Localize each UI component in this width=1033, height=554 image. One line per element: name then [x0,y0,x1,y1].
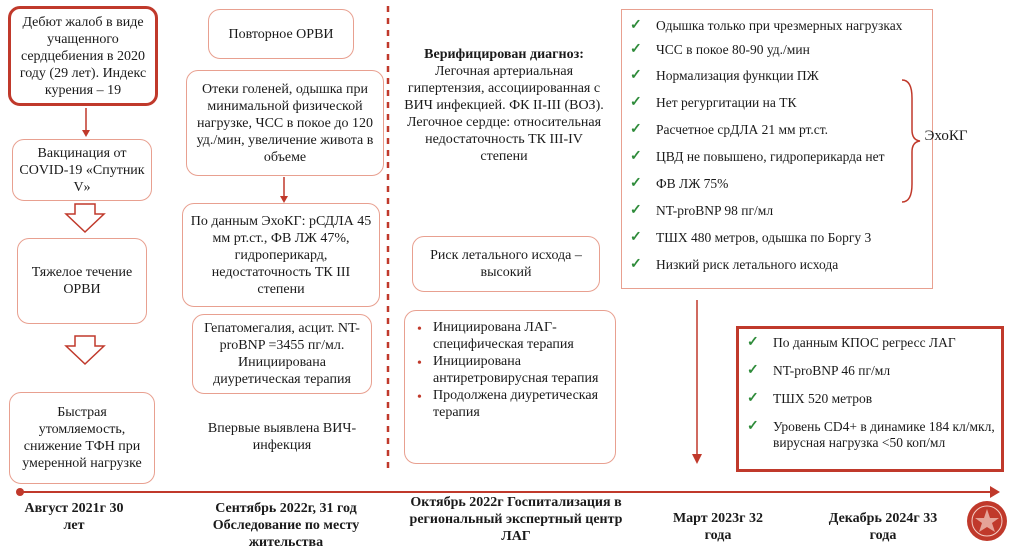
final-list: ✓По данным КПОС регресс ЛАГ ✓NT-proBNP 4… [743,335,997,451]
echo-box: По данным ЭхоКГ: рСДЛА 45 мм рт.ст., ФВ … [182,203,380,307]
outcome-item: ✓ТШХ 480 метров, одышка по Боргу 3 [630,230,872,245]
timeline-label: Сентябрь 2022г, 31 год Обследование по м… [212,501,360,550]
outcome-list: ✓Одышка только при чрезмерных нагрузках … [626,18,928,273]
logo-seal-icon [967,501,1007,541]
severe-orvi-box: Тяжелое течение ОРВИ [17,238,147,324]
outcome-item: ✓Расчетное срДЛА 21 мм рт.ст. [630,122,829,137]
therapy-box: •Инициирована ЛАГ-специфическая терапия … [404,310,616,464]
outcome-box: ✓Одышка только при чрезмерных нагрузках … [621,9,933,289]
diagnosis-heading: Верифицирован диагноз: [424,47,584,62]
vaccination-text: Вакцинация от COVID-19 «Спутник V» [19,145,145,195]
hepatomegaly-box: Гепатомегалия, асцит. NT-proBNP =3455 пг… [192,314,372,394]
outcome-item: ✓ЦВД не повышено, гидроперикарда нет [630,149,885,164]
risk-box: Риск летального исхода – высокий [412,236,600,292]
therapy-item: •Продолжена диуретическая терапия [417,388,599,420]
fatigue-box: Быстрая утомляемость, снижение ТФН при у… [9,392,155,484]
outcome-item: ✓Нет регургитации на ТК [630,95,797,110]
diagnosis-body: Легочная артериальная гипертензия, ассоц… [404,64,604,164]
therapy-item: •Инициирована ЛАГ-специфическая терапия [417,320,574,352]
diagnosis-block: Верифицирован диагноз: Легочная артериал… [404,46,604,165]
outcome-item: ✓Низкий риск летального исхода [630,257,839,272]
timeline-label: Октябрь 2022г Госпитализация в региональ… [409,495,623,544]
final-box: ✓По данным КПОС регресс ЛАГ ✓NT-proBNP 4… [736,326,1004,472]
hiv-note-text: Впервые выявлена ВИЧ-инфекция [207,421,357,453]
hiv-note: Впервые выявлена ВИЧ-инфекция [192,420,372,454]
echo-text: По данным ЭхоКГ: рСДЛА 45 мм рт.ст., ФВ … [190,213,372,297]
final-item: ✓По данным КПОС регресс ЛАГ [747,335,956,350]
timeline-label: Август 2021г 30 лет [24,501,124,533]
severe-orvi-text: Тяжелое течение ОРВИ [31,265,133,297]
risk-text: Риск летального исхода – высокий [430,248,582,280]
echo-label: ЭхоКГ [924,128,968,144]
repeat-orvi-box: Повторное ОРВИ [208,9,354,59]
therapy-list: •Инициирована ЛАГ-специфическая терапия … [411,319,609,421]
repeat-orvi-text: Повторное ОРВИ [228,26,334,42]
final-item: ✓NT-proBNP 46 пг/мл [747,363,891,378]
outcome-item: ✓Нормализация функции ПЖ [630,68,819,83]
timeline-label: Декабрь 2024г 33 года [828,511,938,543]
outcome-item: ✓NT-proBNP 98 пг/мл [630,203,774,218]
edema-box: Отеки голеней, одышка при минимальной фи… [186,70,384,176]
final-item: ✓Уровень CD4+ в динамике 184 кл/мкл, вир… [747,419,995,450]
timeline-label: Март 2023г 32 года [672,511,764,543]
hepatomegaly-text: Гепатомегалия, асцит. NT-proBNP =3455 пг… [204,321,360,387]
vaccination-box: Вакцинация от COVID-19 «Спутник V» [12,139,152,201]
edema-text: Отеки голеней, одышка при минимальной фи… [196,81,374,165]
therapy-item: •Инициирована антиретровирусная терапия [417,354,599,386]
final-item: ✓ТШХ 520 метров [747,391,873,406]
fatigue-text: Быстрая утомляемость, снижение ТФН при у… [22,405,142,471]
outcome-item: ✓ФВ ЛЖ 75% [630,176,729,191]
outcome-item: ✓Одышка только при чрезмерных нагрузках [630,18,903,33]
debut-text: Дебют жалоб в виде учащенного сердцебиен… [19,14,147,98]
debut-box: Дебют жалоб в виде учащенного сердцебиен… [8,6,158,106]
outcome-item: ✓ЧСС в покое 80-90 уд./мин [630,42,810,57]
brace-icon [901,79,921,203]
